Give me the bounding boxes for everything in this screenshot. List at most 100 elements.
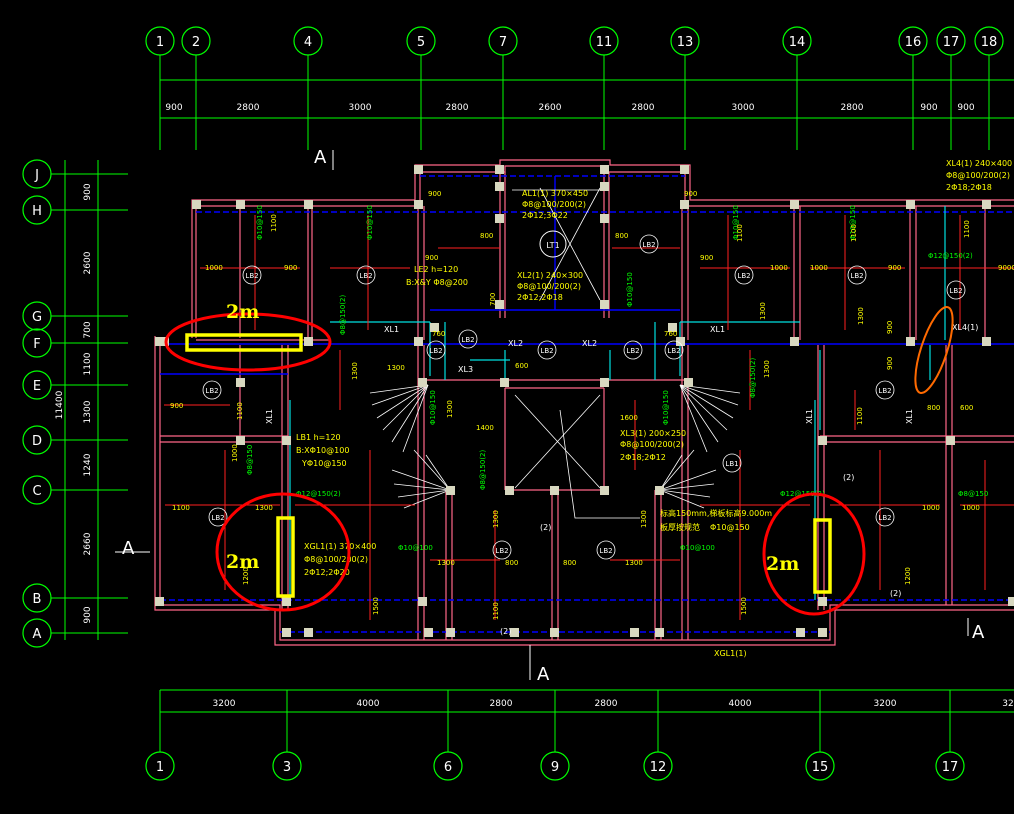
column-44 [282, 628, 291, 637]
axis-left-5: D [22, 425, 52, 455]
slab-tag-text-1: LB2 [359, 272, 372, 280]
vd-1300-e: 1300 [640, 510, 648, 528]
axis-left-6-label: C [32, 484, 41, 499]
column-34 [818, 436, 827, 445]
axis-left-8: A [22, 618, 52, 648]
dim-top-7: 2800 [841, 103, 864, 113]
column-54 [155, 597, 164, 606]
tag-2-b: (2) [540, 523, 551, 532]
highlight-vertical-left[interactable]: 2m [215, 492, 351, 612]
column-33 [282, 436, 291, 445]
slab-tag-9: LB2 [847, 265, 867, 285]
section-mark-top: A [314, 147, 327, 168]
stair-lines [369, 187, 741, 519]
sd-1400: 1400 [476, 424, 494, 432]
slab-tag-15: LB2 [596, 540, 616, 560]
tag-xl1-e: XL1 [905, 409, 914, 424]
sd-800-d: 800 [563, 559, 576, 567]
dim-bottom-4: 4000 [729, 699, 752, 709]
slab-tag-7: LB2 [639, 234, 659, 254]
column-39 [600, 486, 609, 495]
xgl1-line0: XGL1(1) 370×400 [304, 542, 376, 551]
axis-top-8-label: 16 [905, 35, 922, 50]
axis-left-4: E [22, 370, 52, 400]
column-41 [282, 597, 291, 606]
axis-top-4: 7 [488, 26, 518, 56]
axis-bottom-2-label: 6 [444, 760, 452, 775]
column-5 [600, 165, 609, 174]
xl3-line2: 2Φ18;2Φ12 [620, 453, 666, 462]
highlight-horizontal[interactable]: 2m [164, 301, 332, 372]
rebar-r2-a: Φ8@150 [246, 445, 254, 475]
sd-800-a: 800 [480, 232, 493, 240]
axis-bottom-3-label: 9 [551, 760, 559, 775]
lb1-line1: B:XΦ10@100 [296, 446, 349, 455]
column-4 [495, 165, 504, 174]
column-51 [655, 628, 664, 637]
rebar-r1-d: Φ10@150 [849, 205, 857, 240]
rebar-r4-a: Φ10@100 [398, 544, 433, 552]
column-10 [414, 165, 423, 174]
columns [155, 165, 1014, 637]
beam-tags: XL1 XL1 XL1 XL1 XL1 XL2 XL2 XL3 XL4(1) (… [265, 323, 978, 636]
axis-left-0: J [22, 159, 52, 189]
lt1-text: LT1 [546, 241, 559, 250]
sd-1000-a: 1000 [205, 264, 223, 272]
sd-1000-d: 1000 [810, 264, 828, 272]
highlight-label-vr: 2m [766, 553, 799, 575]
tag-xl4: XL4(1) [952, 323, 978, 332]
al1-line0: AL1(1) 370×450 [522, 189, 588, 198]
vd-1300-a: 1300 [351, 362, 359, 380]
rebar-r1-f: Φ10@150 [662, 390, 670, 425]
column-16 [495, 300, 504, 309]
sd-1300-c: 1300 [437, 559, 455, 567]
vd-1100-g: 1100 [850, 224, 858, 242]
column-36 [446, 486, 455, 495]
slab-tag-3: LB2 [426, 340, 446, 360]
axis-top-8: 16 [898, 26, 928, 56]
section-mark-bottom: A [537, 664, 550, 685]
axis-left-6: C [22, 475, 52, 505]
column-52 [796, 628, 805, 637]
xl2-line0: XL2(1) 240×300 [517, 271, 583, 280]
highlight-orange[interactable] [908, 303, 961, 397]
sd-600-b: 600 [515, 362, 528, 370]
axis-bottom-5: 15 [805, 751, 835, 781]
axis-bottom-5-label: 15 [812, 760, 829, 775]
tag-2-d: (2) [890, 589, 901, 598]
al1-line2: 2Φ12;3Φ22 [522, 211, 568, 220]
column-18 [160, 337, 169, 346]
vd-1500-a: 1500 [372, 597, 380, 615]
xgl1-line2: 2Φ12;2Φ20 [304, 568, 350, 577]
xgl1-bottom: XGL1(1) [714, 649, 747, 658]
slab-tag-14: LB2 [492, 540, 512, 560]
column-23 [668, 323, 677, 332]
sd-800-e: 800 [927, 404, 940, 412]
vd-1100-a: 1100 [270, 214, 278, 232]
tag-xl3: XL3 [458, 365, 473, 374]
slab-tag-1: LB2 [356, 265, 376, 285]
dim-left-1: 2600 [83, 251, 93, 274]
column-17 [600, 300, 609, 309]
dim-bottom-3: 2800 [595, 699, 618, 709]
small-dims: 1000 900 900 900 900 900 800 800 1300 11… [170, 190, 1014, 567]
highlight-vertical-right[interactable]: 2m [762, 492, 866, 616]
rebar-r1-g: Φ10@150 [626, 272, 634, 307]
axis-left-7: B [22, 583, 52, 613]
note-line0: 标高150mm,梯板标高9.000m [660, 508, 772, 518]
column-13 [680, 165, 689, 174]
column-19 [304, 337, 313, 346]
column-50 [630, 628, 639, 637]
rebar-r1-e: Φ10@150 [429, 390, 437, 425]
dim-top-2: 3000 [349, 103, 372, 113]
vd-1300-g: 1300 [857, 307, 865, 325]
rebar-r4-b: Φ10@100 [680, 544, 715, 552]
column-56 [1008, 597, 1014, 606]
sd-900Q: 900Q [998, 264, 1014, 272]
column-22 [676, 337, 685, 346]
dim-top-3: 2800 [446, 103, 469, 113]
axis-bottom-0: 1 [145, 751, 175, 781]
